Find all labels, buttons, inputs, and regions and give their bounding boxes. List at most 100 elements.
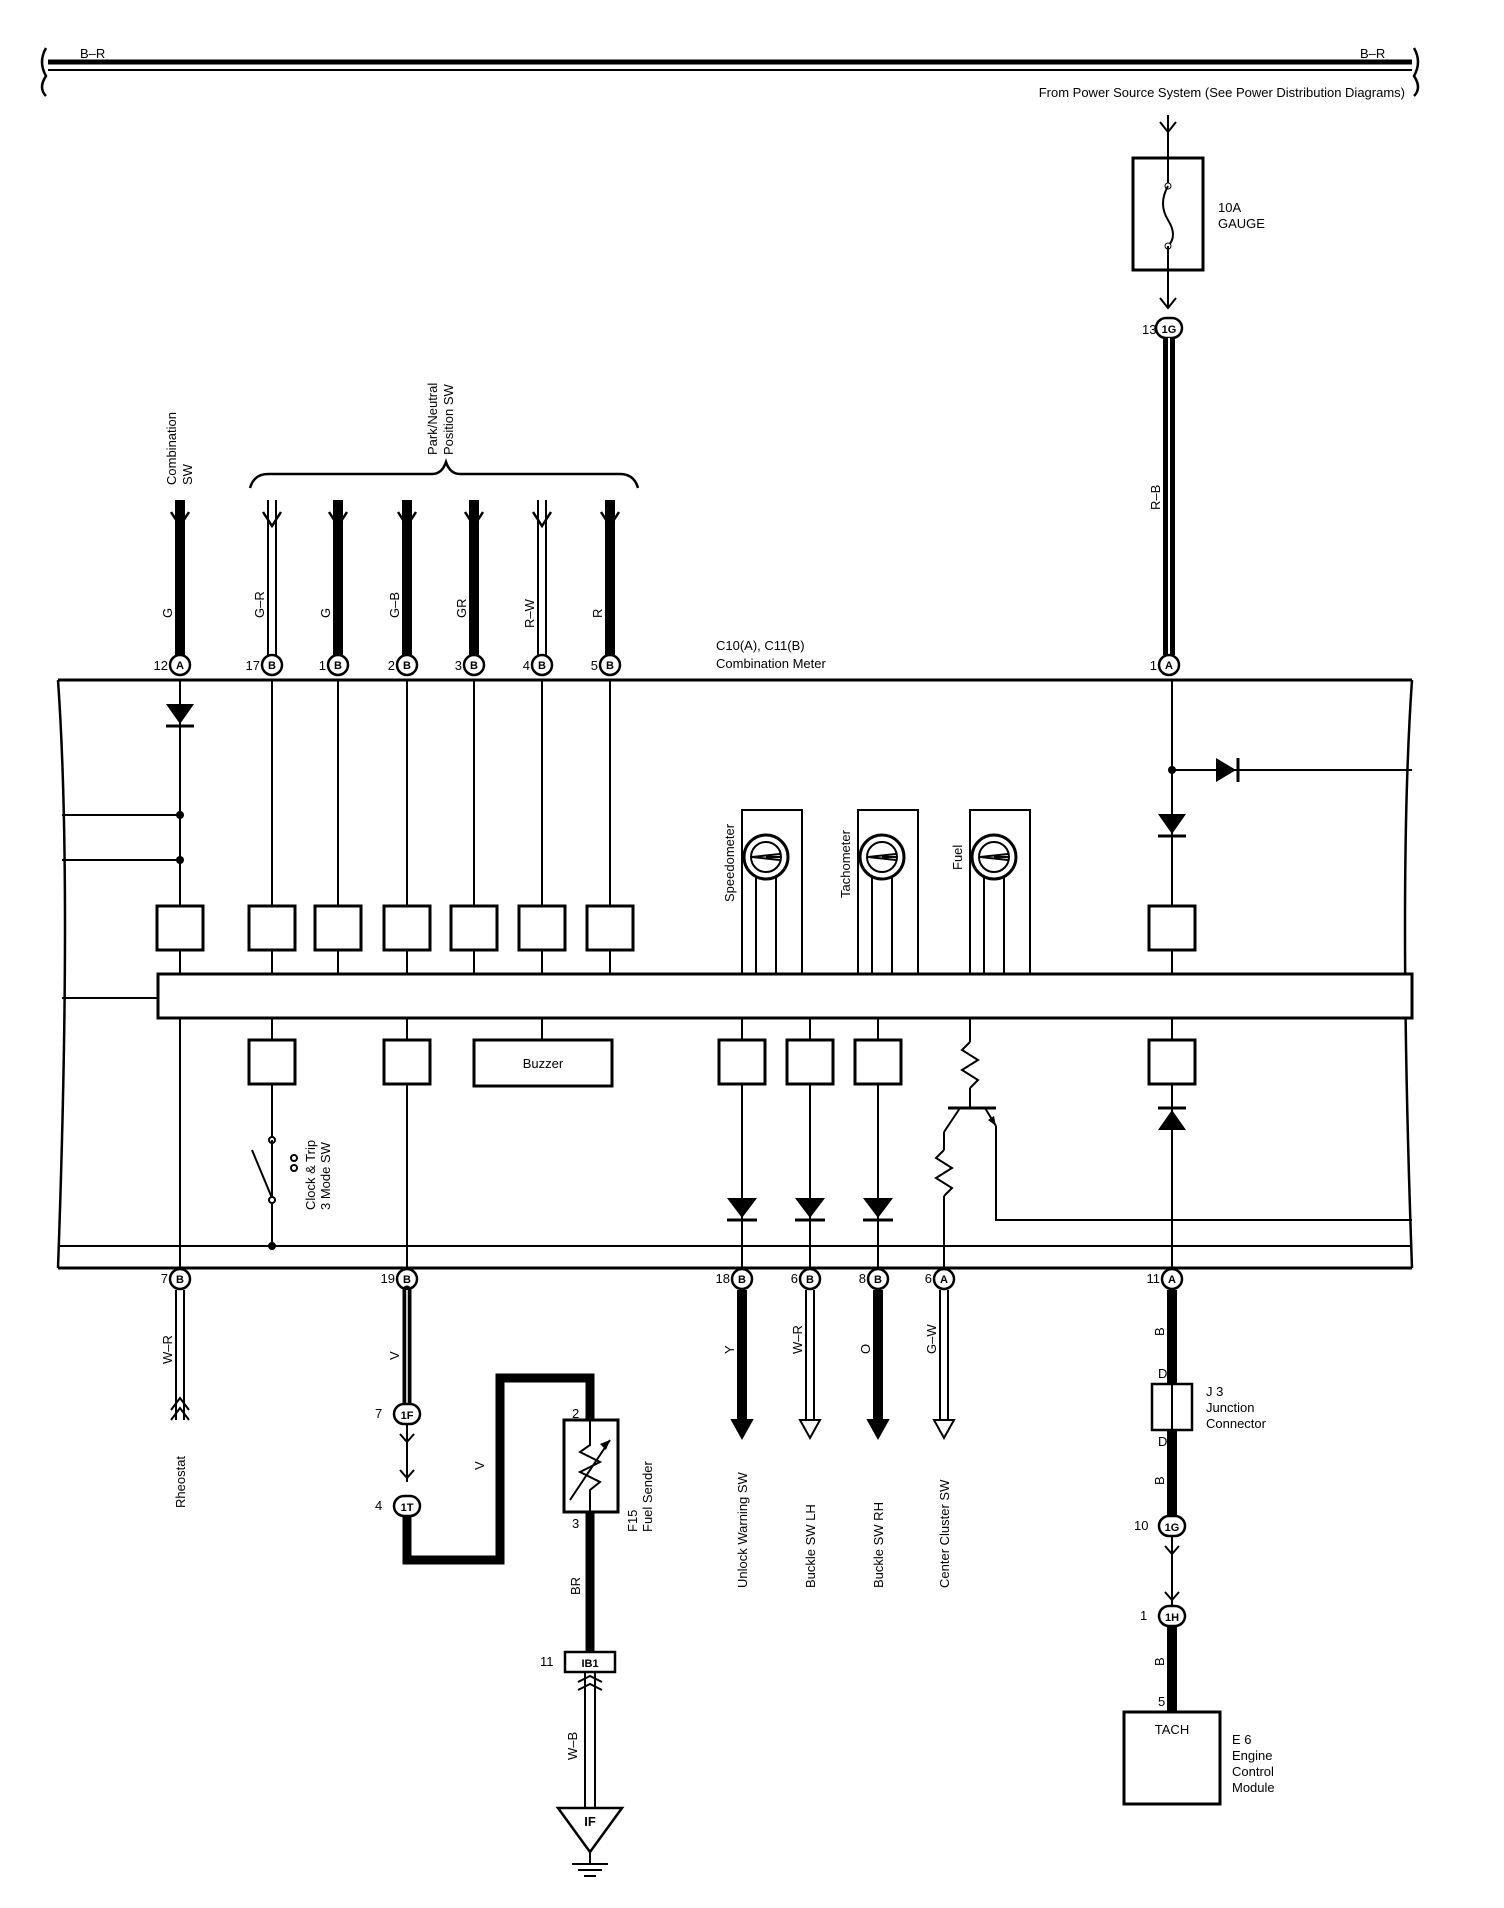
ground-point: IF [584, 1814, 596, 1829]
svg-text:1F: 1F [401, 1410, 414, 1422]
svg-text:Control: Control [1232, 1764, 1274, 1779]
connector-1f: 7 1F [375, 1402, 422, 1426]
svg-text:Junction: Junction [1206, 1400, 1254, 1415]
pin-number: 4 [523, 658, 530, 673]
meter-connectors: C10(A), C11(B) [716, 638, 805, 653]
center-cluster-transistor [934, 1018, 1412, 1268]
bus-wire-left: B–R [80, 46, 105, 61]
svg-text:2: 2 [572, 1406, 579, 1421]
svg-text:BR: BR [568, 1577, 583, 1595]
wire-color-label: Y [722, 1345, 737, 1354]
fuse-name: GAUGE [1218, 216, 1265, 231]
ecm-id: E 6 [1232, 1732, 1252, 1747]
svg-text:1H: 1H [1165, 1612, 1179, 1624]
pin1a-circuit [1147, 680, 1412, 1268]
bottom-pin-11A: 11 A [1147, 1267, 1184, 1291]
junction-connector-id: J 3 [1206, 1384, 1223, 1399]
buzzer-label: Buzzer [523, 1056, 564, 1071]
connector-id: A [1168, 1274, 1176, 1286]
wire-color-label: G–W [924, 1324, 939, 1354]
upper-box-4 [449, 680, 499, 974]
wire-color-label: G [318, 608, 333, 618]
connector-id: B [334, 660, 342, 672]
wire-color-label: G–B [387, 592, 402, 618]
wire-r-b: R–B [1148, 338, 1175, 655]
lower-diode-3 [853, 1018, 903, 1268]
destination-label: Center Cluster SW [937, 1479, 952, 1588]
pin12-circuit [155, 680, 205, 1268]
bottom-pin-18B: 18 B Y Unlock Warning SW [716, 1267, 754, 1588]
svg-text:5: 5 [1158, 1694, 1165, 1709]
wire-color-label: G [160, 608, 175, 618]
svg-text:10: 10 [1134, 1518, 1148, 1533]
gauge-label: Tachometer [838, 829, 853, 898]
pin-number: 11 [1147, 1271, 1161, 1286]
fuel-wire-v: V [472, 1461, 487, 1470]
connector-1h: 1 1H [1140, 1604, 1187, 1628]
park-neutral-sw-label: Park/Neutral Position SW [248, 383, 640, 489]
fuse-rating: 10A [1218, 200, 1241, 215]
fuse-gauge: 10A GAUGE [1131, 115, 1265, 310]
pin-number: 3 [455, 658, 462, 673]
connector-id: B [874, 1274, 882, 1286]
svg-text:B: B [1152, 1657, 1167, 1666]
pin-number: 6 [791, 1271, 798, 1286]
svg-text:Park/Neutral: Park/Neutral [425, 383, 440, 455]
connector-id: B [470, 660, 478, 672]
svg-text:Combination: Combination [164, 412, 179, 485]
pin-number: 7 [161, 1271, 168, 1286]
connector-id: A [176, 660, 184, 672]
pin-number: 1 [319, 658, 326, 673]
junction-pin-number: 13 [1142, 322, 1156, 337]
wire-color-label: V [387, 1351, 402, 1360]
svg-text:W–B: W–B [565, 1732, 580, 1760]
pin-number: 17 [246, 658, 260, 673]
connector-id: B [738, 1274, 746, 1286]
connector-id: B [176, 1274, 184, 1286]
tach-circuit: B D J 3 Junction Connector D B 10 1G 1 1… [1122, 1290, 1275, 1806]
svg-text:Position SW: Position SW [441, 383, 456, 455]
svg-text:IB1: IB1 [581, 1658, 598, 1670]
connector-id: B [538, 660, 546, 672]
wire-color-label: G–R [252, 591, 267, 618]
upper-box-5 [517, 680, 567, 974]
lower-box-17 [247, 1018, 297, 1140]
svg-text:11: 11 [540, 1654, 554, 1669]
upper-box-1 [247, 680, 297, 974]
connector-id: B [268, 660, 276, 672]
pin-number: 2 [388, 658, 395, 673]
svg-text:Connector: Connector [1206, 1416, 1267, 1431]
bus-wire-right: B–R [1360, 46, 1385, 61]
clock-switch-label-2: 3 Mode SW [318, 1141, 333, 1210]
pin-number: 1 [1150, 658, 1157, 673]
fuel-sender-circuit: 7 1F 4 1T V 2 3 F15 Fuel Sender BR 11 IB… [375, 1285, 655, 1877]
pin-number: 18 [716, 1271, 730, 1286]
wire-color-label: W–R [790, 1325, 805, 1354]
pin-number: 5 [591, 658, 598, 673]
power-source-note: From Power Source System (See Power Dist… [1039, 85, 1405, 100]
destination-label: Unlock Warning SW [735, 1471, 750, 1588]
connector-id: A [1165, 660, 1173, 672]
svg-text:1G: 1G [1165, 1522, 1180, 1534]
svg-text:3: 3 [572, 1516, 579, 1531]
connector-1t: 4 1T [375, 1494, 422, 1518]
svg-text:1: 1 [1140, 1608, 1147, 1623]
gauge-tachometer: Tachometer [838, 809, 919, 974]
pin-number: 8 [859, 1271, 866, 1286]
connector-id: B [403, 660, 411, 672]
pin-number: 19 [381, 1271, 395, 1286]
destination-label: Rheostat [173, 1456, 188, 1508]
connector-id: B [806, 1274, 814, 1286]
svg-text:B: B [1152, 1476, 1167, 1485]
wire-color-label: R–B [1148, 485, 1163, 510]
